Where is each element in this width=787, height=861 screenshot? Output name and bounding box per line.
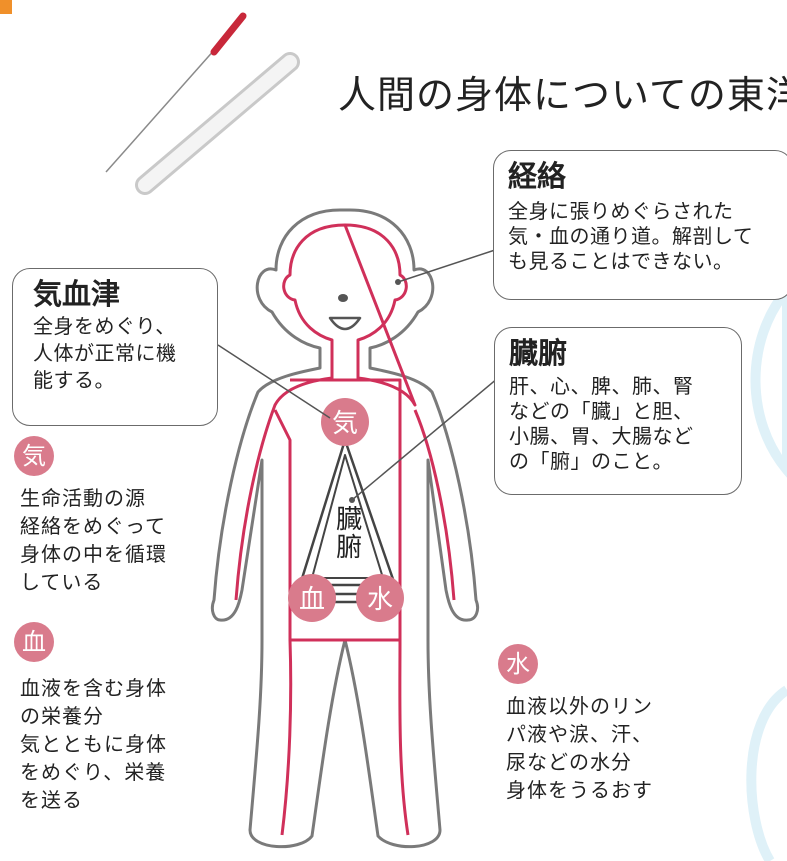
wave-decoration-lower	[746, 685, 787, 861]
keiraku-callout: 経絡 全身に張りめぐらされた 気・血の通り道。解剖して も見ることはできない。	[493, 150, 787, 300]
human-figure	[210, 208, 480, 849]
zoufu-label-line2: 腑	[336, 533, 362, 563]
guide-tube-icon	[135, 52, 300, 195]
kiketsushin-heading: 気血津	[33, 277, 121, 311]
leader-line-zoufu	[351, 377, 499, 501]
zoufu-heading: 臓腑	[509, 336, 568, 370]
ketsu-circle-label: 血	[299, 585, 325, 615]
wave-decoration-upper	[750, 282, 787, 478]
keiraku-heading: 経絡	[508, 159, 567, 193]
leader-dot-keiraku	[395, 279, 401, 285]
zoufu-label-line1: 臓	[336, 505, 362, 535]
keiraku-text: 全身に張りめぐらされた 気・血の通り道。解剖して も見ることはできない。	[508, 199, 754, 273]
kiketsushin-callout: 気血津 全身をめぐり、 人体が正常に機 能する。	[12, 268, 218, 426]
ki-circle-label: 気	[332, 409, 358, 439]
ketsu-description: 血液を含む身体 の栄養分 気とともに身体 をめぐり、栄養 を送る	[20, 676, 167, 812]
kiketsushin-text: 全身をめぐり、 人体が正常に機 能する。	[33, 314, 177, 392]
ketsu-badge: 血	[14, 622, 54, 662]
sui-circle-label: 水	[367, 585, 393, 615]
zoufu-text: 肝、心、脾、肺、腎 などの「臓」と胆、 小腸、胃、大腸など の「腑」のこと。	[509, 374, 694, 473]
leader-line-keiraku	[397, 249, 496, 283]
zoufu-callout: 臓腑 肝、心、脾、肺、腎 などの「臓」と胆、 小腸、胃、大腸など の「腑」のこと…	[494, 327, 742, 495]
needle-icon	[105, 12, 247, 173]
page-title: 人間の身体についての東洋	[338, 73, 787, 117]
sui-badge: 水	[498, 644, 538, 684]
sui-description: 血液以外のリン パ液や涙、汗、 尿などの水分 身体をうるおす	[506, 694, 653, 802]
leader-dot-zoufu	[349, 497, 355, 503]
sui-circle	[356, 574, 404, 622]
ketsu-circle	[288, 574, 336, 622]
leader-line-kiketsushin	[217, 344, 331, 419]
ki-circle	[321, 398, 369, 446]
ki-badge: 気	[14, 436, 54, 476]
ki-description: 生命活動の源 経絡をめぐって 身体の中を循環 している	[20, 486, 167, 594]
corner-accent	[0, 0, 12, 14]
